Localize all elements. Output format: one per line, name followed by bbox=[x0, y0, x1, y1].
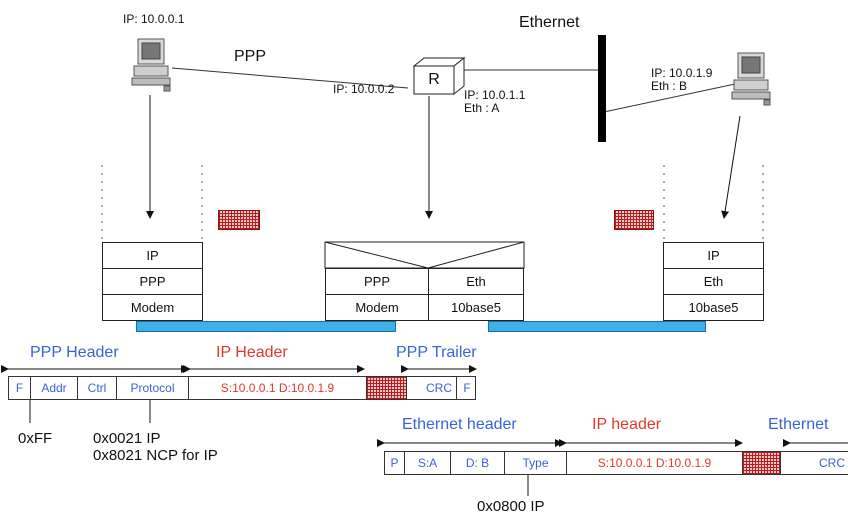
right-host-arrow bbox=[721, 115, 741, 219]
ppp-field-addr: Addr bbox=[31, 377, 78, 399]
ethernet-label: Ethernet bbox=[519, 14, 580, 31]
ppp-link-label: PPP bbox=[234, 48, 267, 65]
left-stack-ppp: PPP bbox=[102, 268, 203, 295]
protocol-note-ncp: 0x8021 NCP for IP bbox=[93, 447, 218, 464]
ethernet-physical-link bbox=[488, 321, 706, 332]
eth-frame: P S:A D: B Type S:10.0.0.1 D:10.0.1.9 CR… bbox=[384, 451, 848, 475]
ppp-field-ctrl: Ctrl bbox=[78, 377, 117, 399]
packet-icon-left bbox=[218, 210, 260, 230]
ppp-field-ip-header: S:10.0.0.1 D:10.0.1.9 bbox=[189, 377, 367, 399]
ethernet-bus bbox=[598, 35, 606, 142]
right-host-ip: IP: 10.0.1.9 bbox=[651, 66, 713, 80]
eth-field-type: Type bbox=[505, 452, 567, 474]
type-note: 0x0800 IP bbox=[477, 498, 545, 515]
ppp-field-crc: CRC bbox=[407, 377, 457, 399]
eth-ip-header-label: IP header bbox=[592, 416, 662, 433]
packet-icon-right bbox=[614, 210, 654, 230]
addr-note: 0xFF bbox=[18, 430, 53, 447]
eth-header-label: Ethernet header bbox=[402, 416, 517, 433]
router-eth-addr: Eth : A bbox=[464, 101, 500, 115]
router-ppp-ip: IP: 10.0.0.2 bbox=[333, 82, 395, 96]
right-host-eth: Eth : B bbox=[651, 79, 688, 93]
ppp-header-label: PPP Header bbox=[30, 344, 119, 361]
left-stack-ip: IP bbox=[102, 242, 203, 269]
ppp-frame: F Addr Ctrl Protocol S:10.0.0.1 D:10.0.1… bbox=[8, 376, 476, 400]
left-computer-icon bbox=[128, 38, 174, 94]
right-stack-eth: Eth bbox=[663, 268, 764, 295]
router-stack-10base5: 10base5 bbox=[428, 294, 524, 321]
router-eth-ip: IP: 10.0.1.1 bbox=[464, 88, 526, 102]
eth-field-dst: D: B bbox=[451, 452, 505, 474]
ppp-link-line bbox=[171, 67, 409, 89]
eth-field-preamble: P bbox=[385, 452, 405, 474]
right-stack-10base5: 10base5 bbox=[663, 294, 764, 321]
ppp-field-flag-end: F bbox=[463, 381, 471, 395]
router-stack-ppp: PPP bbox=[325, 268, 429, 295]
ppp-trailer-label: PPP Trailer bbox=[396, 344, 477, 361]
eth-field-ip-header: S:10.0.0.1 D:10.0.1.9 bbox=[567, 452, 743, 474]
ppp-field-payload bbox=[367, 377, 407, 399]
left-host-ip: IP: 10.0.0.1 bbox=[123, 12, 185, 26]
router-stack-top bbox=[324, 241, 525, 269]
ethernet-right-host-line bbox=[603, 83, 736, 113]
eth-trailer-label: Ethernet bbox=[768, 416, 829, 433]
router-stack-modem: Modem bbox=[325, 294, 429, 321]
ppp-ip-header-label: IP Header bbox=[216, 344, 288, 361]
router-stack-eth: Eth bbox=[428, 268, 524, 295]
right-stack-ip: IP bbox=[663, 242, 764, 269]
eth-field-crc: CRC bbox=[819, 456, 845, 470]
protocol-note-ip: 0x0021 IP bbox=[93, 430, 161, 447]
eth-field-src: S:A bbox=[405, 452, 451, 474]
router-icon: R bbox=[406, 56, 466, 98]
ppp-field-protocol: Protocol bbox=[117, 377, 189, 399]
ppp-field-flag-start: F bbox=[9, 377, 31, 399]
router-label: R bbox=[428, 71, 440, 88]
right-computer-icon bbox=[728, 52, 774, 108]
left-stack-modem: Modem bbox=[102, 294, 203, 321]
eth-field-payload bbox=[743, 452, 781, 474]
ppp-physical-link bbox=[136, 321, 396, 332]
